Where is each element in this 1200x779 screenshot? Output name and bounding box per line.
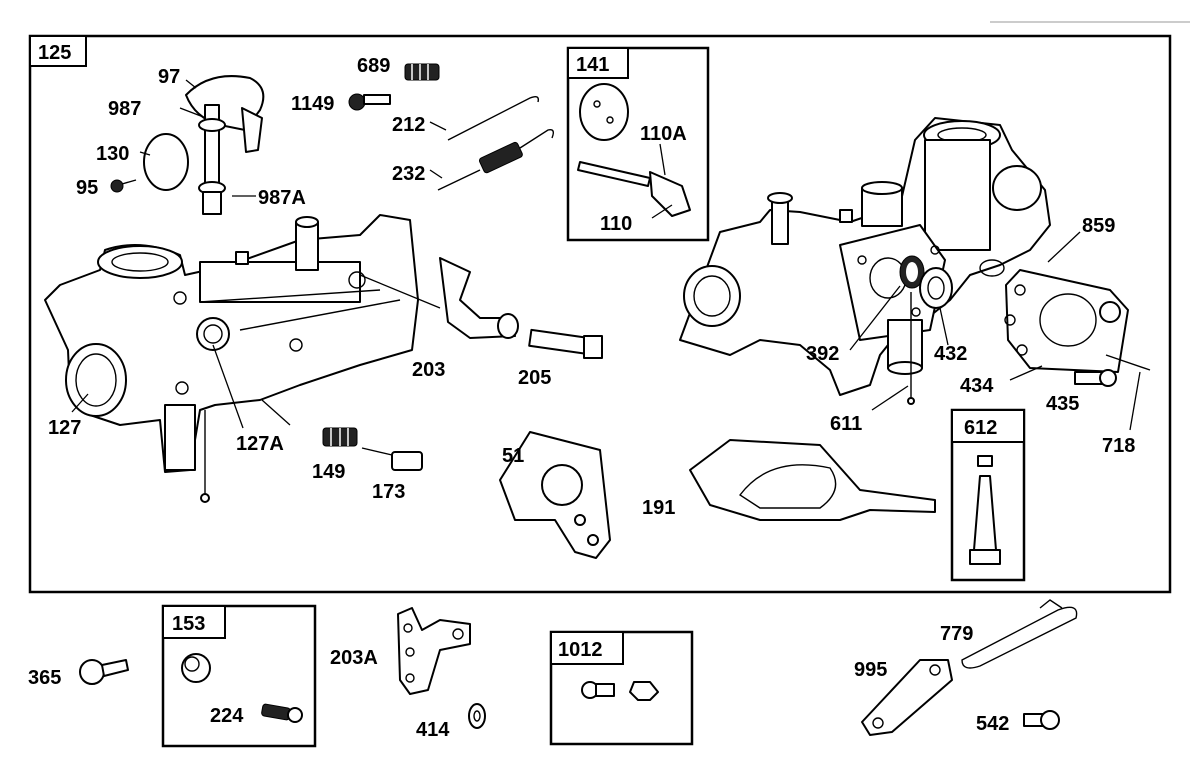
- leader-lines: [71, 79, 1141, 431]
- part-95-screw: [110, 179, 137, 193]
- part-365-screw: [79, 659, 129, 685]
- label-127: 127: [48, 417, 81, 439]
- part-149-spring: [322, 427, 358, 447]
- label-95: 95: [76, 177, 98, 199]
- label-110: 110: [600, 213, 632, 235]
- part-212-link: [447, 95, 540, 141]
- part-1012-fittings: [581, 681, 659, 701]
- carburetor-body-left: [44, 214, 419, 503]
- kit-125-frame: [28, 34, 1172, 594]
- part-130-choke-plate: [143, 133, 189, 191]
- label-191: 191: [642, 497, 675, 519]
- part-859-diaphragm: [1004, 269, 1129, 373]
- part-995-plate: [861, 659, 953, 736]
- kit-125-tag: [29, 35, 87, 67]
- label-542: 542: [976, 713, 1009, 735]
- part-173-screw: [361, 447, 423, 471]
- part-203-lever: [359, 257, 519, 339]
- part-110-throttle-shaft: [577, 161, 691, 217]
- label-232: 232: [392, 163, 425, 185]
- label-130: 130: [96, 143, 129, 165]
- kit-153-label: 153: [172, 613, 205, 635]
- label-718: 718: [1102, 435, 1135, 457]
- kit-612-label: 612: [964, 417, 997, 439]
- label-859: 859: [1082, 215, 1115, 237]
- kit-1012-label: 1012: [558, 639, 603, 661]
- part-97-choke-lever: [185, 75, 265, 153]
- label-987: 987: [108, 98, 141, 120]
- label-127A: 127A: [236, 433, 284, 455]
- part-232-spring: [437, 128, 555, 191]
- part-435-screw: [1074, 369, 1117, 387]
- label-1149: 1149: [291, 93, 334, 115]
- part-432-seat: [919, 267, 953, 309]
- part-labels: 97 987 130 95 987A 689 1149 212 232 110A…: [28, 55, 1135, 741]
- label-689: 689: [357, 55, 390, 77]
- label-987A: 987A: [258, 187, 306, 209]
- part-718-pin: [1105, 354, 1151, 371]
- part-392-spring: [899, 255, 925, 289]
- kit-612-tag: [951, 409, 1025, 443]
- kit-141-tag: [567, 47, 629, 79]
- kit-153-tag: [162, 605, 226, 639]
- part-779-link: [961, 606, 1078, 669]
- part-1149-screw: [348, 93, 391, 111]
- label-149: 149: [312, 461, 345, 483]
- label-432: 432: [934, 343, 967, 365]
- part-205-screw: [528, 328, 603, 359]
- part-51-gasket: [499, 431, 611, 559]
- label-212: 212: [392, 114, 425, 136]
- label-110A: 110A: [640, 123, 687, 145]
- kit-1012-tag: [550, 631, 624, 665]
- part-153-bushing: [181, 653, 211, 683]
- leader-149: [261, 399, 291, 426]
- label-365: 365: [28, 667, 61, 689]
- kit-141-frame: [566, 46, 710, 242]
- part-203A-bracket: [397, 607, 471, 695]
- label-203A: 203A: [330, 647, 378, 669]
- label-392: 392: [806, 343, 839, 365]
- part-224-screw: [261, 703, 303, 723]
- label-224: 224: [210, 705, 244, 727]
- part-141-throttle-plate: [579, 83, 629, 141]
- kit-141-label: 141: [576, 54, 609, 76]
- part-611-needle: [907, 292, 915, 405]
- kit-153-frame: [161, 604, 317, 748]
- label-205: 205: [518, 367, 551, 389]
- part-542-screw: [1023, 710, 1060, 730]
- part-689-spring: [404, 63, 440, 81]
- label-995: 995: [854, 659, 887, 681]
- part-191-gasket: [689, 439, 936, 521]
- label-414: 414: [416, 719, 450, 741]
- label-203: 203: [412, 359, 445, 381]
- label-779: 779: [940, 623, 973, 645]
- label-51: 51: [502, 445, 524, 467]
- part-987-choke-shaft: [198, 104, 226, 215]
- part-414-washer: [468, 703, 486, 729]
- label-97: 97: [158, 66, 180, 88]
- kit-125-label: 125: [38, 42, 71, 64]
- part-612-needle-jet: [969, 455, 1001, 565]
- label-435: 435: [1046, 393, 1079, 415]
- label-434: 434: [960, 375, 994, 397]
- carburetor-body-right: [679, 117, 1051, 396]
- label-173: 173: [372, 481, 405, 503]
- label-611: 611: [830, 413, 862, 435]
- part-779-hook: [1039, 599, 1063, 609]
